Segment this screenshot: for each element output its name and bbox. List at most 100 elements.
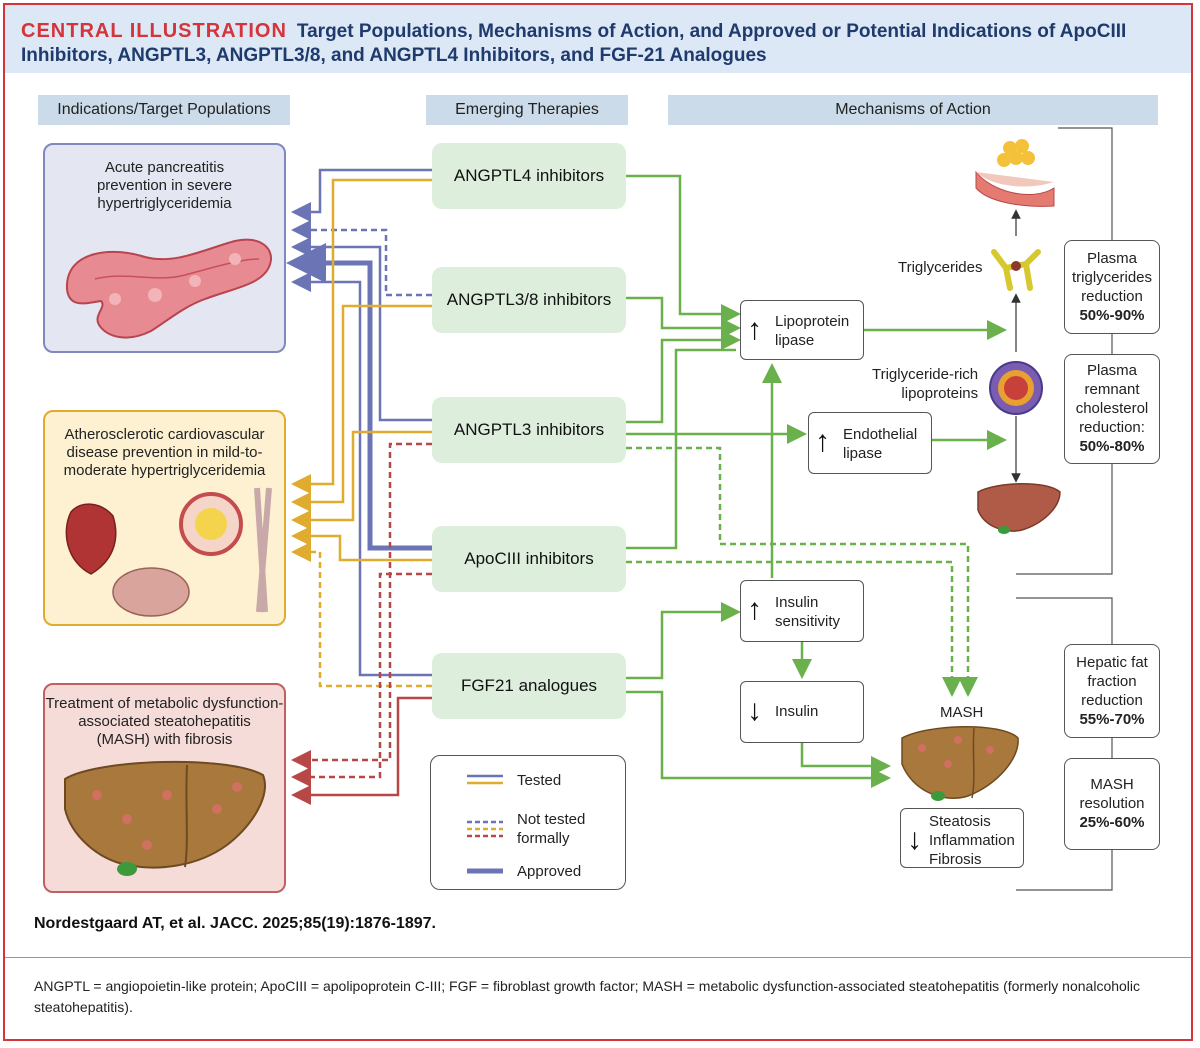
footnote-divider	[5, 957, 1191, 958]
yellow-line-fgf21	[291, 542, 432, 688]
green-line-angptl38-lpl	[626, 296, 741, 338]
therapy-fgf21: FGF21 analogues	[432, 653, 626, 719]
legend-approved: Approved	[517, 863, 582, 880]
hff-line3: reduction	[1081, 692, 1143, 709]
red-line-angptl3	[291, 442, 432, 770]
header-label: CENTRAL ILLUSTRATION	[21, 20, 287, 42]
up-arrow-icon: ↑	[747, 313, 762, 346]
el-line2: lipase	[843, 445, 883, 462]
therapy-angptl3: ANGPTL3 inhibitors	[432, 397, 626, 463]
result-brackets	[1016, 127, 1113, 891]
remnant-line3: cholesterol	[1075, 400, 1149, 417]
hff-value: 55%-70%	[1079, 711, 1145, 728]
trl-line1: Triglyceride-rich	[872, 366, 979, 383]
pancreatitis-line1: Acute pancreatitis	[104, 159, 225, 176]
up-arrow-icon: ↑	[815, 425, 830, 458]
label-triglycerides: Triglycerides	[898, 259, 983, 276]
legend-swatches	[467, 774, 503, 874]
green-line-apociii-lpl	[626, 348, 736, 550]
adipose-tissue-illustration	[975, 139, 1055, 207]
citation: Nordestgaard AT, et al. JACC. 2025;85(19…	[34, 915, 436, 932]
cardio-illustration	[65, 487, 272, 617]
tg-line1: Plasma	[1086, 250, 1138, 267]
therapy-angptl4: ANGPTL4 inhibitors	[432, 143, 626, 209]
result-hepatic-fat: Hepatic fat fraction reduction 55%-70%	[1064, 644, 1160, 738]
liver-icon	[977, 483, 1061, 534]
fibrotic-liver-illustration	[64, 760, 266, 876]
tg-value: 50%-90%	[1079, 307, 1145, 324]
yellow-line-angptl38	[291, 304, 432, 512]
bracket-lipid	[1016, 127, 1113, 575]
mash-out-line1: Steatosis	[929, 813, 991, 830]
indication-ascvd: Atherosclerotic cardiovascular disease p…	[43, 410, 286, 626]
yellow-line-angptl4	[291, 178, 432, 494]
mash-res-line1: MASH	[1090, 776, 1134, 793]
tg-line2: triglycerides	[1071, 269, 1153, 286]
yellow-line-angptl3	[291, 430, 432, 530]
insulin-sens-line1: Insulin	[775, 594, 819, 611]
remnant-value: 50%-80%	[1079, 438, 1145, 455]
green-line-angptl4-lpl	[626, 174, 741, 324]
mech-mash-outcomes: ↓ Steatosis Inflammation Fibrosis	[900, 808, 1024, 868]
mech-insulin-sensitivity: ↑ Insulin sensitivity	[740, 580, 864, 642]
legend-tested: Tested	[517, 772, 562, 789]
mash-liver-icon	[901, 726, 1019, 801]
label-mash: MASH	[940, 704, 984, 721]
mash-ind-line1: Treatment of metabolic dysfunction-	[45, 695, 284, 712]
insulin-sens-line2: sensitivity	[775, 613, 841, 630]
indication-mash: Treatment of metabolic dysfunction- asso…	[43, 683, 286, 893]
lpl-line2: lipase	[775, 332, 815, 349]
ascvd-line3: moderate hypertriglyceridemia	[63, 462, 266, 479]
remnant-line1: Plasma	[1086, 362, 1138, 379]
lpl-line1: Lipoprotein	[775, 313, 850, 330]
yellow-line-apociii	[291, 526, 432, 562]
label-trl: Triglyceride-rich lipoproteins	[872, 365, 978, 403]
mech-lipoprotein-lipase: ↑ Lipoprotein lipase	[740, 300, 864, 360]
up-arrow-icon: ↑	[747, 593, 762, 626]
header-title-text: Target Populations, Mechanisms of Action…	[21, 21, 1127, 66]
red-lines	[291, 442, 432, 805]
trl-line2: lipoproteins	[901, 385, 979, 402]
blue-line-angptl3	[291, 237, 432, 422]
mash-ind-line3: (MASH) with fibrosis	[96, 731, 233, 748]
green-line-fgf21-mash	[626, 690, 891, 788]
insulin-text: Insulin	[775, 703, 819, 720]
hff-line1: Hepatic fat	[1076, 654, 1148, 671]
ascvd-line2: disease prevention in mild-to-	[66, 444, 263, 461]
red-line-apociii	[291, 572, 432, 787]
hff-line2: fraction	[1087, 673, 1137, 690]
down-arrow-icon: ↓	[747, 694, 762, 727]
yellow-lines	[291, 178, 432, 688]
green-lines	[626, 174, 1007, 788]
pancreatitis-line2: prevention in severe	[96, 177, 233, 194]
tg-line3: reduction	[1081, 288, 1143, 305]
green-line-insulin-mash	[800, 742, 891, 776]
footnote: ANGPTL = angiopoietin-like protein; ApoC…	[34, 978, 1141, 1015]
pancreatitis-line3: hypertriglyceridemia	[97, 195, 232, 212]
therapy-angptl38: ANGPTL3/8 inhibitors	[432, 267, 626, 333]
pancreas-illustration	[65, 238, 272, 339]
brain-icon	[112, 567, 190, 617]
remnant-line4: reduction:	[1079, 419, 1145, 436]
mash-res-value: 25%-60%	[1079, 814, 1145, 831]
result-plasma-triglycerides: Plasma triglycerides reduction 50%-90%	[1064, 240, 1160, 334]
mash-res-line2: resolution	[1079, 795, 1145, 812]
column-header-therapies: Emerging Therapies	[426, 95, 628, 125]
legend-not-tested-2: formally	[517, 830, 570, 847]
red-line-fgf21	[291, 696, 432, 805]
outer-border	[3, 3, 1193, 1041]
leg-vessels-icon	[254, 487, 272, 613]
blue-line-angptl38	[291, 220, 432, 297]
therapy-apociii: ApoCIII inhibitors	[432, 526, 626, 592]
blue-line-angptl4	[291, 168, 432, 222]
result-remnant-cholesterol: Plasma remnant cholesterol reduction: 50…	[1064, 354, 1160, 464]
column-header-mechanisms: Mechanisms of Action	[668, 95, 1158, 125]
mash-out-line2: Inflammation	[929, 832, 1015, 849]
green-line-apociii-mash	[626, 560, 962, 697]
blue-line-fgf21	[291, 272, 432, 677]
legend: Tested Not tested formally Approved	[430, 755, 626, 890]
